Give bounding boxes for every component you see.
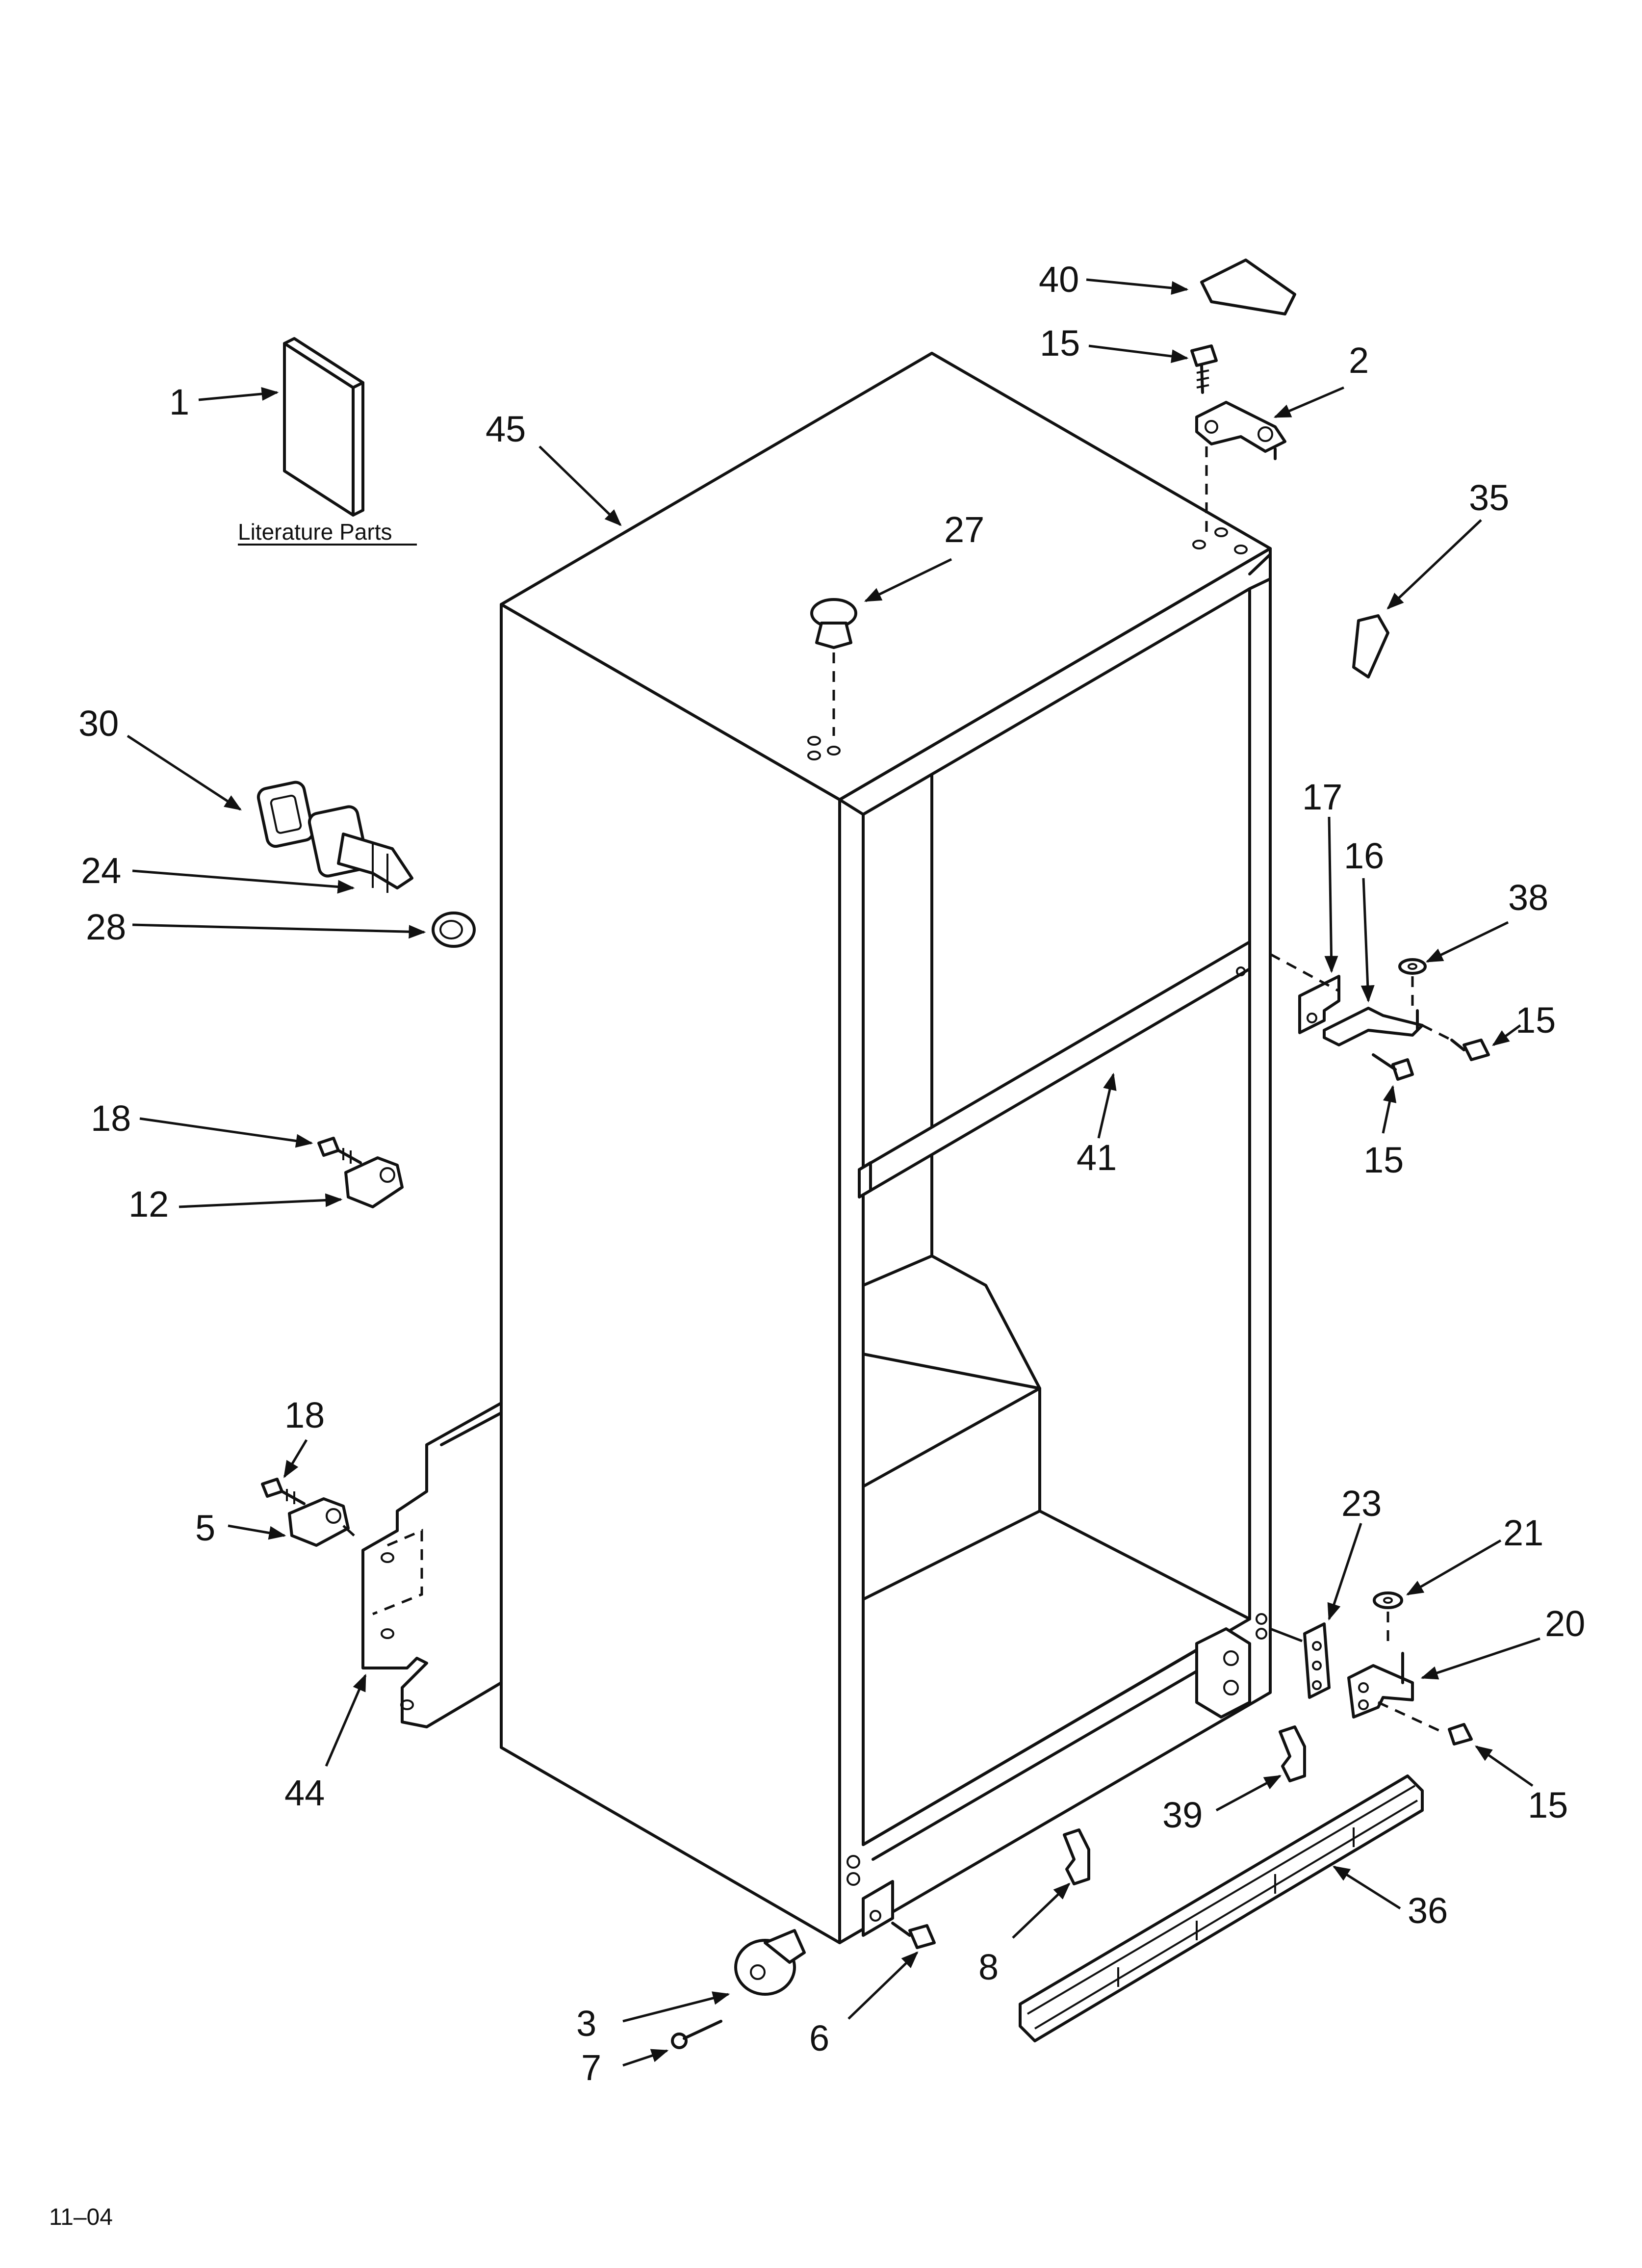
center-hinge: [1323, 1007, 1424, 1046]
bottom-hinge-shim: [1303, 1622, 1331, 1699]
callout-18-upper: 18: [91, 1098, 131, 1139]
clip-screw-lower: [261, 1478, 306, 1505]
bottom-hinge-washer: [1373, 1591, 1403, 1609]
callout-15-bottom: 15: [1528, 1785, 1568, 1825]
callout-18-lower: 18: [284, 1395, 325, 1435]
top-hinge: [1195, 401, 1286, 460]
callout-41: 41: [1077, 1137, 1117, 1178]
hinge-washer: [1398, 958, 1427, 975]
callout-16: 16: [1344, 835, 1384, 876]
cabinet-body: [500, 352, 1272, 1944]
callout-21: 21: [1503, 1512, 1543, 1553]
callout-15-mid-right: 15: [1515, 1000, 1556, 1041]
callout-27: 27: [944, 509, 984, 550]
tubing-clamp-lower: [288, 1497, 350, 1547]
callout-labels: 1 40 15 2 45 27 35 30 24 28 17 16 38 15 …: [78, 259, 1585, 2088]
bottom-hinge: [1347, 1652, 1414, 1719]
hinge-pin-cover: [1352, 614, 1389, 678]
hinge-cover: [1200, 259, 1296, 315]
leader-lines: [127, 278, 1540, 2067]
callout-2: 2: [1349, 340, 1369, 381]
callout-35: 35: [1469, 477, 1509, 518]
top-plug: [810, 598, 857, 649]
roller-assembly: [734, 1929, 806, 1996]
hinge-screw-below: [1372, 1053, 1414, 1081]
damper-seal: [257, 781, 315, 848]
grille-clip-left: [1063, 1828, 1090, 1885]
callout-30: 30: [78, 703, 119, 744]
callout-17: 17: [1302, 777, 1342, 817]
callout-5: 5: [195, 1508, 215, 1548]
callout-15-mid-below: 15: [1363, 1140, 1404, 1180]
hinge-screw-right: [1450, 1039, 1490, 1061]
callout-24: 24: [81, 850, 121, 891]
callout-23: 23: [1341, 1483, 1382, 1524]
callout-15-top: 15: [1040, 323, 1080, 364]
callout-40: 40: [1039, 259, 1079, 300]
callout-28: 28: [86, 907, 126, 947]
rear-access-panel: [361, 1402, 503, 1728]
callout-39: 39: [1162, 1795, 1203, 1835]
callout-20: 20: [1545, 1603, 1585, 1644]
literature-caption: Literature Parts: [238, 519, 392, 545]
grommet: [432, 912, 476, 948]
callout-36: 36: [1408, 1890, 1448, 1931]
hinge-screw-top: [1190, 344, 1218, 394]
leveling-screw: [891, 1922, 936, 1949]
callout-8: 8: [978, 1947, 999, 1987]
grille-clip-right: [1279, 1725, 1306, 1782]
bottom-hinge-screw: [1448, 1723, 1473, 1746]
roller-pin: [671, 2020, 722, 2049]
callout-12: 12: [128, 1184, 169, 1225]
callout-45: 45: [486, 409, 526, 449]
tubing-clamp-upper: [344, 1156, 404, 1208]
callout-3: 3: [576, 2003, 596, 2044]
damper-control: [308, 805, 413, 893]
callout-7: 7: [581, 2047, 601, 2088]
callout-44: 44: [284, 1773, 325, 1813]
clip-screw-upper: [317, 1137, 362, 1164]
literature-booklet: [283, 337, 364, 517]
callout-38: 38: [1508, 877, 1548, 918]
callout-6: 6: [809, 2018, 829, 2059]
callout-1: 1: [169, 382, 189, 422]
revision-code: 11–04: [49, 2204, 113, 2230]
base-grille: [1019, 1774, 1424, 2042]
center-hinge-shim: [1298, 975, 1340, 1034]
